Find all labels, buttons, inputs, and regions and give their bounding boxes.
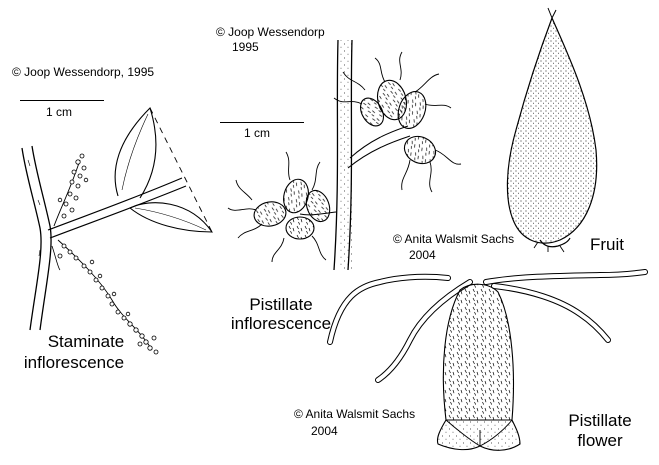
label-pistillate-inflorescence-line2: inflorescence xyxy=(230,314,332,333)
label-staminate-line2: inflorescence xyxy=(23,353,125,372)
scale-bar-middle xyxy=(220,122,304,123)
credit-fruit-line1: © Anita Walsmit Sachs xyxy=(393,232,515,246)
pistillate-flower-drawing xyxy=(327,269,648,451)
scale-bar-left xyxy=(20,100,104,101)
label-pistillate-inflorescence-line1: Pistillate xyxy=(249,295,313,314)
pistillate-inflorescence-drawing xyxy=(227,39,462,271)
credit-staminate: © Joop Wessendorp, 1995 xyxy=(12,65,155,79)
label-fruit: Fruit xyxy=(590,235,624,254)
label-pistillate-flower-line1: Pistillate xyxy=(568,411,632,430)
label-staminate-line1: Staminate xyxy=(47,332,125,351)
label-pistillate-flower-line2: flower xyxy=(577,431,623,450)
credit-pistillate-flower-line1: © Anita Walsmit Sachs xyxy=(294,407,416,421)
scale-label-left: 1 cm xyxy=(46,105,73,119)
credit-fruit-line2: 2004 xyxy=(409,248,436,262)
credit-pistillate-inflorescence-line1: © Joop Wessendorp xyxy=(216,25,325,39)
fruit-drawing xyxy=(506,7,598,253)
credit-pistillate-flower-line2: 2004 xyxy=(311,424,338,438)
credit-pistillate-inflorescence-line2: 1995 xyxy=(232,40,259,54)
scale-label-middle: 1 cm xyxy=(244,126,271,140)
staminate-drawing xyxy=(21,106,214,355)
